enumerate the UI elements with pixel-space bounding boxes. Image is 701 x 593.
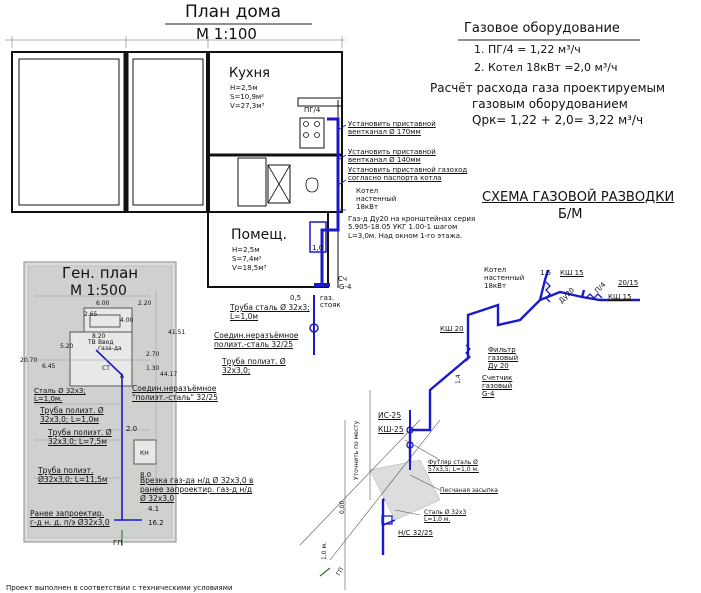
site-dim-162: 16.2	[148, 519, 164, 527]
site-dim-265: 2.65	[84, 311, 98, 318]
equipment-item-1: 1. ПГ/4 = 1,22 м³/ч	[474, 43, 581, 56]
scheme-dim-14: 1,4	[455, 374, 462, 384]
scheme-counter: Счетчик газовый G-4	[482, 374, 513, 399]
site-st-label: СТ	[102, 365, 110, 372]
floor-plan-walls	[11, 51, 343, 288]
site-label-vrezka: Врезка газ-да н/д Ø 32х3,0 в ранее запро…	[140, 476, 254, 503]
room-v: V=18,5м³	[232, 264, 267, 272]
site-dim-600: 6.00	[96, 300, 110, 307]
site-dim-4417: 44.17	[160, 371, 178, 378]
site-dim-41: 4.1	[148, 505, 160, 513]
site-label-poly-2: Труба полиэт. Ø 32х3,0; L=7,5м	[48, 428, 112, 446]
site-dim-20: 2.0	[126, 425, 138, 433]
scheme-ns3225: Н/С 32/25	[398, 529, 433, 537]
dim-10: 1,0	[312, 244, 324, 252]
site-dim-270: 2.70	[146, 351, 160, 358]
dim-05: 0,5	[290, 294, 302, 302]
pipe-label-connection: Соедин.неразъёмное полиэт.-сталь 32/25	[214, 331, 299, 349]
floor-plan-gas-pipe	[313, 117, 340, 355]
room-s: S=7,4м²	[232, 255, 262, 263]
calc-formula: Qрк= 1,22 + 2,0= 3,22 м³/ч	[472, 113, 644, 127]
scheme-ksh20: КШ 20	[440, 325, 464, 333]
scheme-ksh15-b: КШ 15	[608, 293, 632, 301]
scheme-zero: 0,00	[339, 500, 346, 514]
sch-label: Сч	[338, 275, 348, 283]
site-a-label: А	[120, 373, 125, 380]
scheme-ksh25: КШ-25	[378, 425, 404, 434]
site-dim-130: 1.30	[146, 365, 160, 372]
site-label-steel: Сталь Ø 32х3; L=1,0м.	[34, 387, 86, 404]
pipe-label-steel: Труба сталь Ø 32х3; L=1,0м	[230, 303, 310, 321]
scheme-sand: Песчаная засыпка	[440, 487, 498, 494]
scheme-title: СХЕМА ГАЗОВОЙ РАЗВОДКИ	[482, 190, 675, 205]
calc-sub: газовым оборудованием	[472, 97, 628, 111]
plan-title: План дома	[185, 2, 281, 22]
kitchen-s: S=10,9м²	[230, 93, 264, 101]
room-name: Помещ.	[231, 227, 287, 243]
pg4-label: ПГ/4	[304, 106, 321, 114]
site-plan-scale: М 1:500	[70, 283, 127, 299]
calc-title: Расчёт расхода газа проектируемым	[430, 81, 666, 95]
site-label-poly-1: Труба полиэт. Ø 32х3,0; L=1,0м	[40, 406, 104, 424]
scheme-ksh15-a: КШ 15	[560, 269, 584, 277]
kitchen-v: V=27,3м³	[230, 102, 265, 110]
scheme-kotel: Котел настенный 18кВт	[484, 266, 525, 291]
site-dim-520: 5.20	[60, 343, 74, 350]
scheme-steel: Сталь Ø 32х3 L=1,0 м.	[424, 509, 467, 523]
site-vvod-label: Ввод газа-да	[98, 339, 122, 352]
plan-scale: М 1:100	[196, 25, 257, 43]
site-tv-label: ТВ	[88, 339, 96, 346]
annotation-gazohod: Установить приставной газоход согласно п…	[348, 166, 468, 183]
scheme-futlyar: Футляр сталь Ø 57х3,5; L=1,0 м.	[428, 459, 479, 473]
scheme-filter: Фильтр газовый Ду 20	[488, 346, 519, 371]
annotation-ventkanal-140: Установить приставной вентканал Ø 140мм	[348, 148, 436, 165]
sch-model: G-4	[339, 283, 352, 291]
site-gp-label: ГП	[113, 539, 123, 547]
gas-scheme-pipes	[381, 269, 640, 555]
site-dim-220: 2.20	[138, 300, 152, 307]
pipe-label-poly: Труба полиэт. Ø 32х3,0;	[222, 357, 286, 375]
site-dim-400: 4.00	[120, 317, 134, 324]
gas-scheme-sand	[369, 459, 441, 521]
footer-note: Проект выполнен в соответствии с техниче…	[6, 584, 233, 592]
site-dim-80: 8.0	[140, 471, 152, 479]
site-plan-drawing	[23, 261, 177, 546]
kitchen-h: Н=2,5м	[230, 84, 258, 92]
annotation-ventkanal-170: Установить приставной вентканал Ø 170мм	[348, 120, 436, 137]
site-dim-4151: 41.51	[168, 329, 186, 336]
equipment-item-2: 2. Котел 18кВт =2,0 м³/ч	[474, 61, 618, 74]
annotation-gaz-d: Газ-д Ду20 на кронштейнах серия 5.905-18…	[348, 215, 476, 240]
site-kn-label: КН	[140, 450, 149, 457]
site-plan-title: Ген. план	[62, 264, 139, 282]
room-h: Н=2,5м	[232, 246, 260, 254]
scheme-subtitle: Б/М	[558, 207, 583, 222]
scheme-dim-1m: 1,0 м.	[321, 542, 328, 560]
site-label-ranee: Ранее запроектир. г-д н. д. п/э Ø32х3,0	[30, 509, 110, 527]
scheme-utochnit: Уточнить по месту	[353, 420, 360, 480]
annotation-kotel: Котел настенный 18кВт	[356, 187, 397, 212]
scheme-dim-15: 1,5	[540, 269, 552, 277]
scheme-is25: ИС-25	[378, 411, 402, 420]
site-label-connection: Соедин.неразъёмное "полиэт.-сталь" 32/25	[132, 384, 218, 402]
site-dim-2070: 20.70	[20, 357, 38, 364]
equipment-title: Газовое оборудование	[464, 21, 620, 36]
kitchen-name: Кухня	[229, 66, 270, 81]
site-label-poly-3: Труба полиэт. Ø32х3,0; L=11,5м	[38, 466, 108, 484]
gaz-stoyak: газ. стояк	[320, 294, 341, 309]
site-dim-820: 8.20	[92, 333, 106, 340]
site-dim-645: 6.45	[42, 363, 56, 370]
scheme-2015: 20/15	[618, 279, 639, 287]
